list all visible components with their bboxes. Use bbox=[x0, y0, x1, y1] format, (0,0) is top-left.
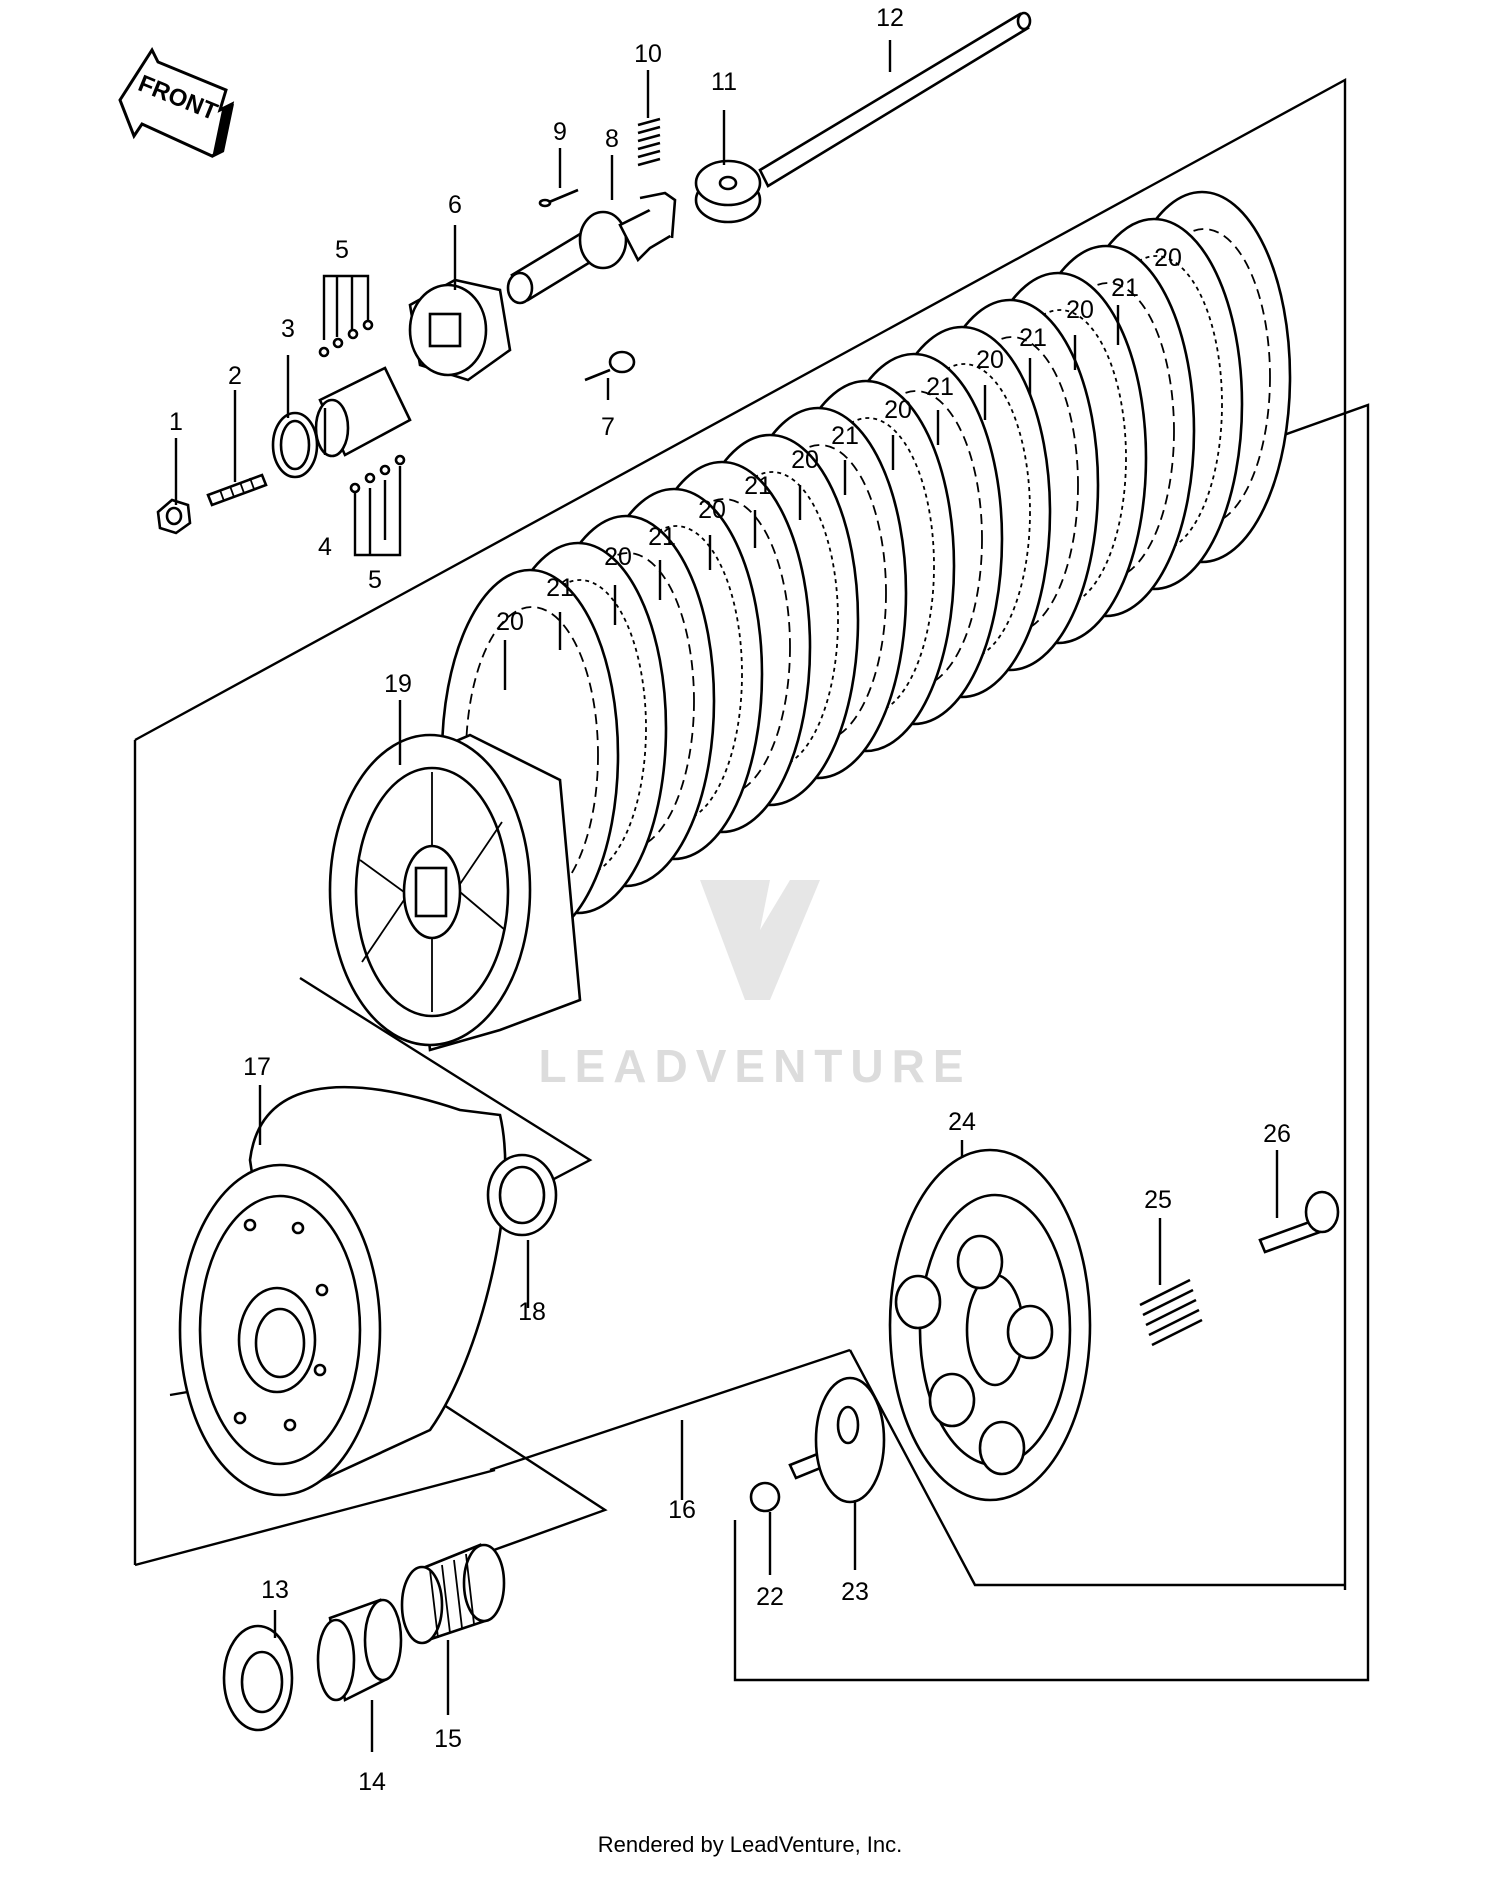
part-2-adjust-screw bbox=[206, 473, 268, 507]
plate-inner-teeth bbox=[1137, 228, 1271, 526]
callout-21-3: 21 bbox=[744, 472, 772, 500]
callout-20-5: 20 bbox=[884, 396, 912, 424]
plate-inner-teeth bbox=[849, 390, 983, 688]
leader-lines bbox=[174, 40, 1279, 1752]
plate-inner-teeth bbox=[705, 471, 839, 769]
callout-17: 17 bbox=[243, 1053, 271, 1081]
callout-3: 3 bbox=[281, 315, 295, 343]
part-4-ball-cage bbox=[314, 366, 412, 458]
callout-21-1: 21 bbox=[546, 574, 574, 602]
plate-inner-teeth bbox=[945, 336, 1079, 634]
callout-4: 4 bbox=[318, 533, 332, 561]
callout-20-8: 20 bbox=[1154, 244, 1182, 272]
part-3-circlip bbox=[271, 411, 319, 479]
callout-25: 25 bbox=[1144, 1186, 1172, 1214]
part-24-pressure-plate bbox=[888, 1148, 1092, 1502]
callout-9: 9 bbox=[553, 118, 567, 146]
plate-inner-teeth bbox=[993, 309, 1127, 607]
callout-21-2: 21 bbox=[648, 523, 676, 551]
pushrod-12 bbox=[758, 11, 1032, 188]
clutch-plate-stack bbox=[440, 190, 1292, 942]
plate-inner-teeth bbox=[897, 363, 1031, 661]
plate-inner-teeth bbox=[561, 552, 695, 850]
part-5-balls bbox=[318, 319, 406, 494]
part-23-pusher bbox=[788, 1376, 886, 1504]
callout-11: 11 bbox=[711, 68, 737, 96]
plate-inner-teeth bbox=[753, 444, 887, 742]
callout-20-4: 20 bbox=[791, 446, 819, 474]
part-22-steel-ball bbox=[749, 1481, 781, 1513]
part-19-clutch-hub bbox=[328, 733, 582, 1052]
callout-23: 23 bbox=[841, 1578, 869, 1606]
callout-labels: 1 2 3 4 5 5 6 7 8 9 10 11 12 13 14 15 16… bbox=[169, 4, 1291, 1796]
callout-14: 14 bbox=[358, 1768, 386, 1796]
callout-18: 18 bbox=[518, 1298, 546, 1326]
part-7-screw bbox=[584, 350, 636, 382]
callout-21-7: 21 bbox=[1111, 274, 1139, 302]
part-15-needle-bearing bbox=[400, 1543, 506, 1645]
front-arrow-icon: FRONT bbox=[118, 46, 235, 158]
plate-inner-teeth bbox=[1041, 282, 1175, 580]
callout-20-1: 20 bbox=[496, 608, 524, 636]
part-26-spring-bolt bbox=[1258, 1190, 1340, 1254]
footer-credit: Rendered by LeadVenture, Inc. bbox=[597, 1832, 903, 1857]
part-6-holder bbox=[408, 278, 512, 382]
callout-7: 7 bbox=[601, 413, 615, 441]
part-13-washer bbox=[222, 1624, 294, 1732]
plate-inner-teeth bbox=[465, 606, 599, 904]
callout-20-2: 20 bbox=[604, 543, 632, 571]
callout-12: 12 bbox=[876, 4, 904, 32]
part-17-clutch-housing bbox=[178, 1085, 507, 1497]
callout-24: 24 bbox=[948, 1108, 976, 1136]
callout-5-top: 5 bbox=[335, 236, 349, 264]
callout-21-4: 21 bbox=[831, 422, 859, 450]
watermark-text: LEADVENTURE bbox=[538, 1040, 971, 1092]
plate-inner-teeth bbox=[801, 417, 935, 715]
callout-10: 10 bbox=[634, 40, 662, 68]
callout-21-5: 21 bbox=[926, 373, 954, 401]
plate-inner-teeth bbox=[609, 525, 743, 823]
callout-26: 26 bbox=[1263, 1120, 1291, 1148]
part-18-thrust-washer bbox=[486, 1153, 558, 1237]
callout-16: 16 bbox=[668, 1496, 696, 1524]
part-14-sleeve bbox=[316, 1598, 403, 1702]
callout-13: 13 bbox=[261, 1576, 289, 1604]
plate-inner-teeth bbox=[657, 498, 791, 796]
callout-19: 19 bbox=[384, 670, 412, 698]
part-11-seal bbox=[694, 159, 762, 224]
plate-inner-teeth bbox=[1089, 255, 1223, 553]
part-1-nut bbox=[156, 498, 192, 535]
callout-6: 6 bbox=[448, 191, 462, 219]
plate-inner-teeth bbox=[513, 579, 647, 877]
callout-20-7: 20 bbox=[1066, 296, 1094, 324]
callout-22: 22 bbox=[756, 1583, 784, 1611]
part-25-clutch-spring bbox=[1139, 1278, 1203, 1347]
part-8-release-lever bbox=[506, 191, 677, 305]
callout-8: 8 bbox=[605, 125, 619, 153]
callout-2: 2 bbox=[228, 362, 242, 390]
watermark: LEADVENTURE bbox=[538, 880, 971, 1092]
part-9-pin bbox=[538, 188, 579, 208]
callout-5-bottom: 5 bbox=[368, 566, 382, 594]
part-10-spring bbox=[637, 117, 661, 167]
callout-21-6: 21 bbox=[1019, 324, 1047, 352]
callout-20-6: 20 bbox=[976, 346, 1004, 374]
callout-1: 1 bbox=[169, 408, 183, 436]
callout-20-3: 20 bbox=[698, 496, 726, 524]
callout-15: 15 bbox=[434, 1725, 462, 1753]
